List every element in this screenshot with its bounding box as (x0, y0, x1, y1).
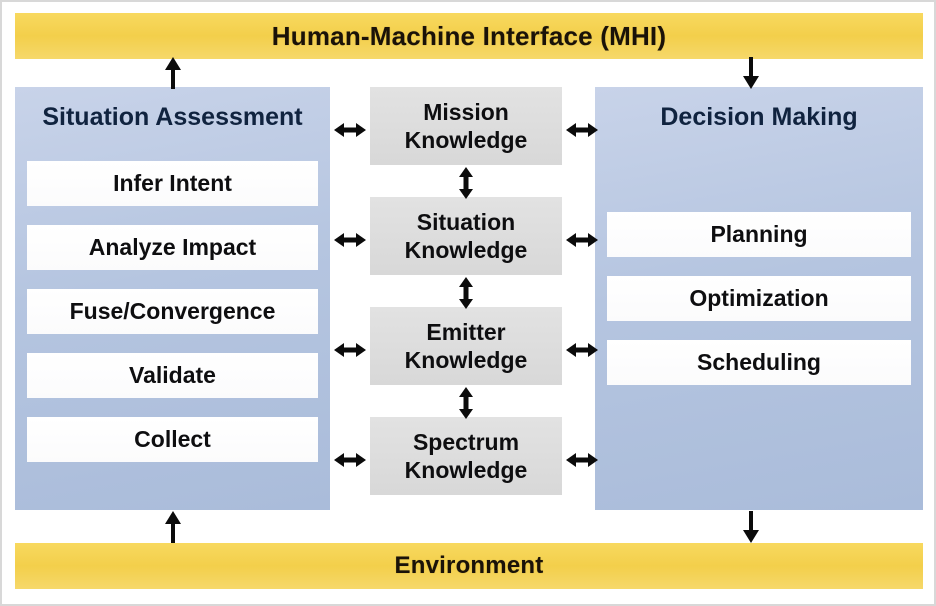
item-collect[interactable]: Collect (27, 417, 318, 462)
knowledge-box-emitter[interactable]: Emitter Knowledge (370, 307, 562, 385)
double-arrow-icon-mission-situation (455, 166, 477, 200)
knowledge-box-mission-line2: Knowledge (404, 127, 528, 153)
arrow-down-icon-decision-making-to-environment (740, 511, 762, 543)
item-planning[interactable]: Planning (607, 212, 911, 257)
double-arrow-icon-situation-emitter (455, 276, 477, 310)
double-arrow-icon-emitter-spectrum (455, 386, 477, 420)
knowledge-box-spectrum-line1: Spectrum (412, 428, 520, 455)
arrow-up-icon-environment-to-situation-assessment (162, 511, 184, 543)
item-validate[interactable]: Validate (27, 353, 318, 398)
environment-label: Environment (394, 552, 544, 579)
double-arrow-icon-right-spectrum (565, 449, 599, 471)
knowledge-box-situation-line2: Knowledge (404, 237, 528, 263)
double-arrow-icon-left-mission (333, 119, 367, 141)
double-arrow-icon-right-situation (565, 229, 599, 251)
knowledge-box-emitter-line2: Knowledge (404, 347, 528, 373)
arrow-down-icon-hmi-to-decision-making (740, 57, 762, 89)
double-arrow-icon-left-emitter (333, 339, 367, 361)
knowledge-box-situation[interactable]: Situation Knowledge (370, 197, 562, 275)
knowledge-box-spectrum[interactable]: Spectrum Knowledge (370, 417, 562, 495)
environment-banner: Environment (15, 543, 923, 589)
human-machine-interface-banner: Human-Machine Interface (MHI) (15, 13, 923, 59)
item-fuse-convergence[interactable]: Fuse/Convergence (27, 289, 318, 334)
decision-making-title: Decision Making (660, 102, 858, 131)
situation-assessment-title: Situation Assessment (42, 102, 303, 131)
double-arrow-icon-left-spectrum (333, 449, 367, 471)
situation-assessment-panel: Situation Assessment Infer Intent Analyz… (15, 87, 330, 510)
double-arrow-icon-right-mission (565, 119, 599, 141)
arrow-up-icon-situation-assessment-to-hmi (162, 57, 184, 89)
knowledge-box-spectrum-line2: Knowledge (404, 457, 528, 483)
double-arrow-icon-right-emitter (565, 339, 599, 361)
item-infer-intent[interactable]: Infer Intent (27, 161, 318, 206)
situation-assessment-items: Infer Intent Analyze Impact Fuse/Converg… (27, 161, 318, 481)
item-optimization[interactable]: Optimization (607, 276, 911, 321)
item-scheduling[interactable]: Scheduling (607, 340, 911, 385)
knowledge-box-situation-line1: Situation (416, 208, 516, 235)
knowledge-box-mission[interactable]: Mission Knowledge (370, 87, 562, 165)
knowledge-box-mission-line1: Mission (423, 98, 509, 125)
decision-making-panel: Decision Making Planning Optimization Sc… (595, 87, 923, 510)
knowledge-box-emitter-line1: Emitter (426, 318, 506, 345)
decision-making-items: Planning Optimization Scheduling (607, 212, 911, 404)
human-machine-interface-label: Human-Machine Interface (MHI) (271, 20, 667, 51)
item-analyze-impact[interactable]: Analyze Impact (27, 225, 318, 270)
double-arrow-icon-left-situation (333, 229, 367, 251)
knowledge-column: Mission Knowledge Situation Knowledge Em… (370, 87, 562, 510)
